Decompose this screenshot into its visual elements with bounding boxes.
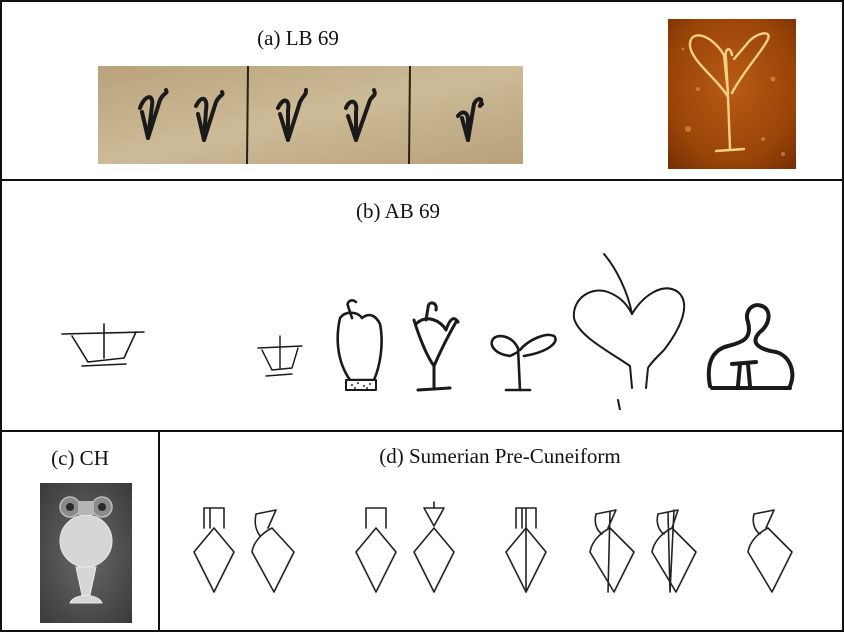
panel-a-inscription-photo [668, 19, 796, 169]
pre-cuneiform-sign-7 [652, 510, 696, 592]
panel-d-caption: (d) Sumerian Pre-Cuneiform [330, 444, 670, 468]
ab69-sign-7 [709, 305, 793, 388]
pre-cuneiform-sign-8 [748, 510, 792, 592]
ab69-sign-3 [338, 300, 382, 390]
pre-cuneiform-sign-6 [590, 510, 634, 592]
ab69-sign-5 [492, 335, 556, 390]
pre-cuneiform-sign-5 [506, 508, 546, 592]
ab69-sign-1 [62, 324, 144, 366]
pre-cuneiform-sign-2 [252, 510, 294, 592]
ab69-sign-6 [574, 254, 684, 410]
panel-c-artifact-photo [40, 483, 132, 623]
pre-cuneiform-sign-4 [414, 502, 454, 592]
ab69-sign-4 [414, 303, 458, 390]
panel-a-caption: (a) LB 69 [218, 26, 378, 50]
panel-a-tablet-photo [98, 66, 523, 164]
panel-b-signs [0, 240, 844, 410]
pre-cuneiform-sign-3 [356, 508, 396, 592]
ab69-sign-2 [258, 336, 302, 376]
panel-c-caption: (c) CH [10, 446, 150, 470]
pre-cuneiform-sign-1 [194, 508, 234, 592]
panel-d-signs [160, 500, 842, 610]
panel-b-caption: (b) AB 69 [318, 199, 478, 223]
